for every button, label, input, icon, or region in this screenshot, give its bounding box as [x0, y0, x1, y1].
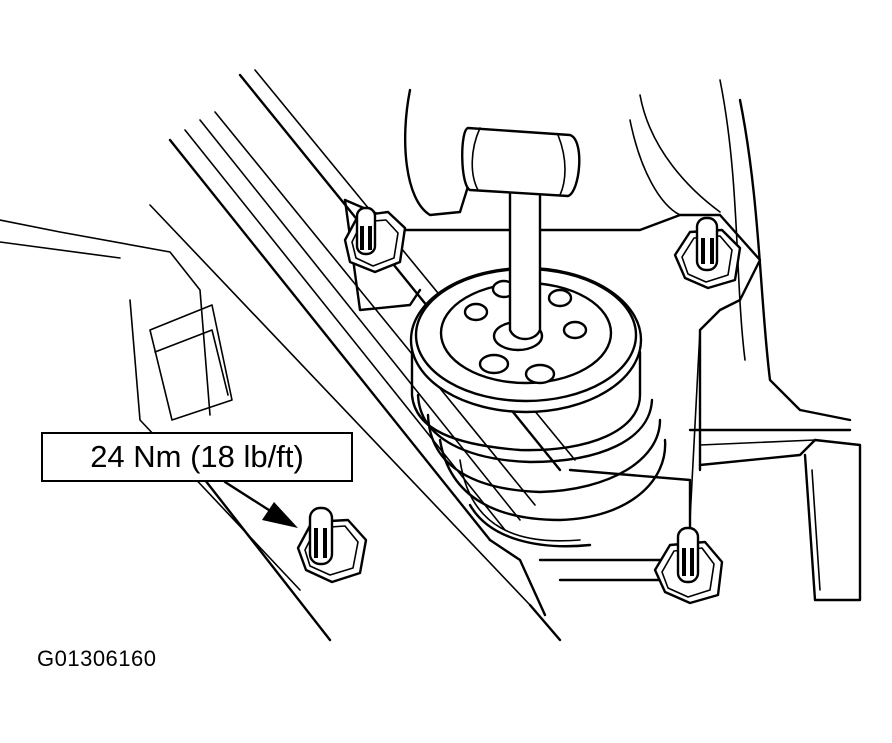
bolt-bottom-right	[653, 526, 724, 605]
gear-lever	[461, 126, 581, 341]
torque-spec-callout: 24 Nm (18 lb/ft)	[41, 432, 353, 482]
bolt-top-left	[343, 206, 407, 274]
callout-leader-arrow	[223, 480, 298, 528]
console-side-panel	[0, 219, 332, 642]
figure-id-label: G01306160	[37, 646, 157, 671]
bolt-top-right	[673, 216, 742, 290]
shifter-boot	[410, 350, 667, 548]
bolt-callout	[296, 506, 368, 584]
